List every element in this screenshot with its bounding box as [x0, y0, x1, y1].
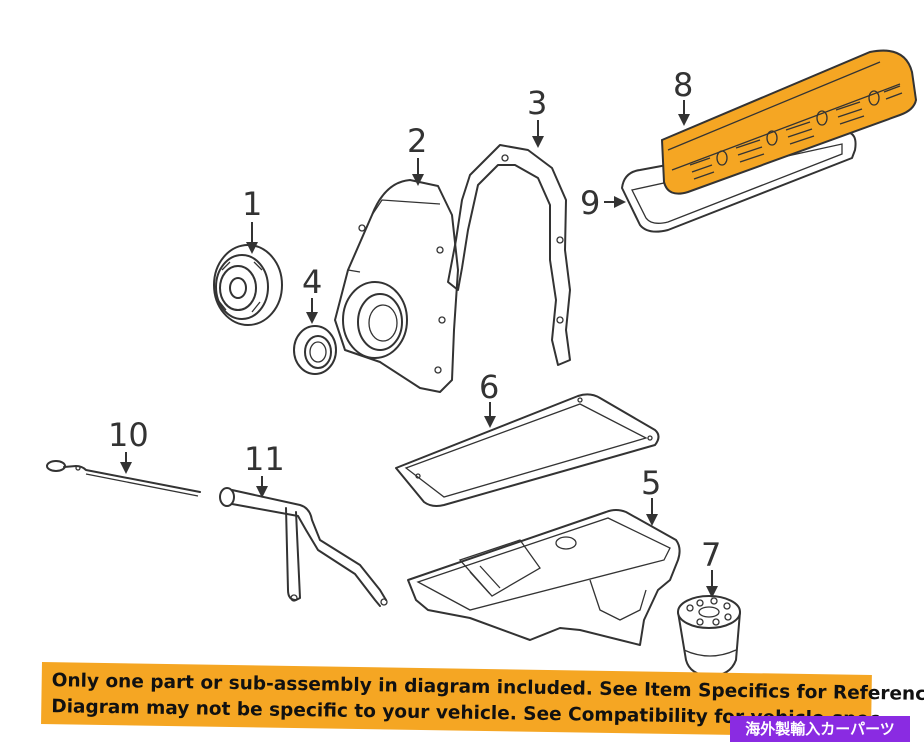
- callout-4: 4: [302, 263, 322, 301]
- callout-3: 3: [527, 84, 547, 122]
- part-6-oil-pan-gasket[interactable]: [395, 393, 660, 507]
- valve-cover-ribs: [689, 85, 903, 180]
- seller-badge: 海外製輸入カーパーツ: [730, 716, 910, 742]
- part-8-valve-cover[interactable]: [660, 49, 918, 195]
- callout-2: 2: [407, 122, 427, 160]
- callout-10: 10: [108, 416, 149, 454]
- part-10-oil-dipstick[interactable]: [46, 460, 201, 497]
- callout-7: 7: [701, 536, 721, 574]
- callout-11: 11: [244, 440, 285, 478]
- part-3-timing-cover-gasket[interactable]: [447, 144, 571, 366]
- callout-1: 1: [242, 185, 262, 223]
- part-11-dipstick-tube[interactable]: [219, 487, 388, 607]
- part-7-oil-filter[interactable]: [677, 595, 741, 677]
- callout-6: 6: [479, 368, 499, 406]
- part-2-timing-cover[interactable]: [334, 179, 459, 393]
- part-4-front-seal[interactable]: [293, 325, 337, 375]
- callout-5: 5: [641, 464, 661, 502]
- part-1-harmonic-balancer[interactable]: [213, 244, 283, 326]
- part-9-valve-cover-gasket[interactable]: [621, 131, 857, 233]
- callout-9: 9: [580, 184, 600, 222]
- part-5-oil-pan[interactable]: [407, 509, 681, 646]
- leader-lines: [120, 100, 718, 598]
- callout-8: 8: [673, 66, 693, 104]
